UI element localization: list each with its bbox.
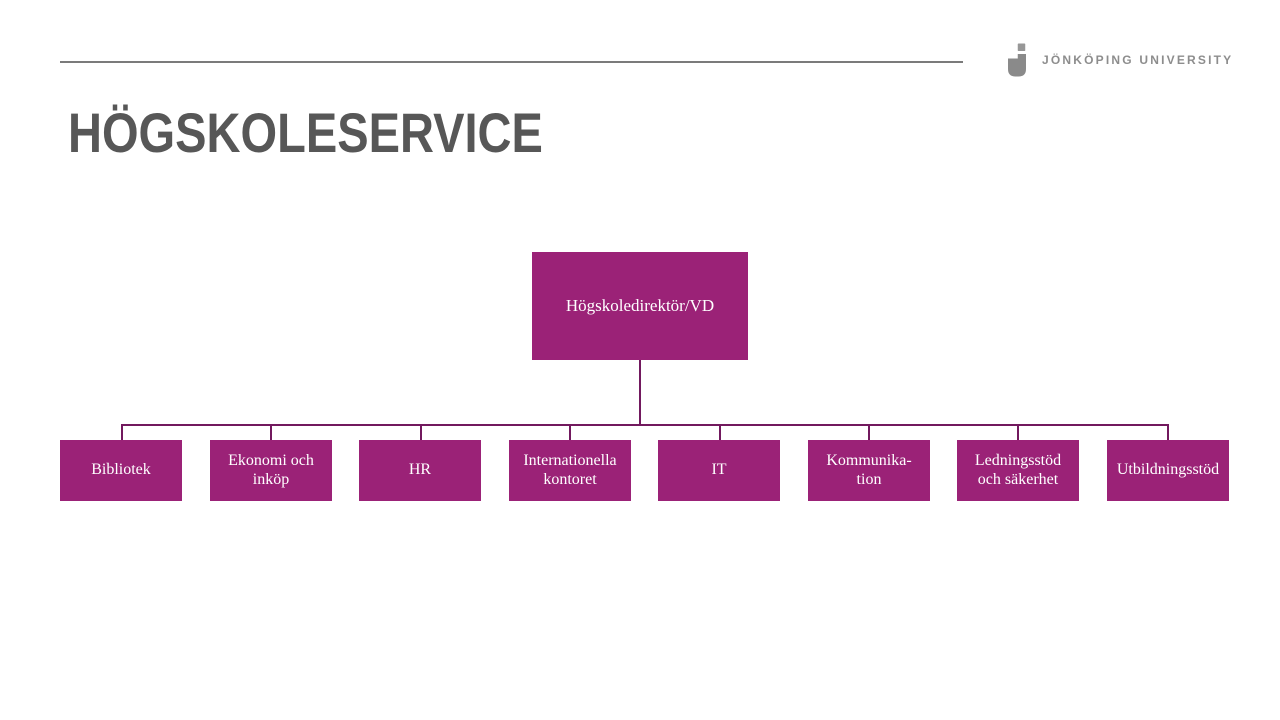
org-node-ledningsstod-och-sakerhet: Ledningsstöd och säkerhet — [957, 440, 1079, 501]
connector-trunk — [639, 360, 641, 425]
org-node-ekonomi-och-inkop: Ekonomi och inköp — [210, 440, 332, 501]
page-title: HÖGSKOLESERVICE — [68, 101, 543, 164]
org-node-utbildningsstod: Utbildningsstöd — [1107, 440, 1229, 501]
connector-stub — [420, 424, 422, 440]
org-node-hr: HR — [359, 440, 481, 501]
connector-stub — [270, 424, 272, 440]
org-node-it: IT — [658, 440, 780, 501]
university-logo: JÖNKÖPING UNIVERSITY — [1002, 40, 1233, 80]
connector-stub — [868, 424, 870, 440]
connector-stub — [719, 424, 721, 440]
org-node-bibliotek: Bibliotek — [60, 440, 182, 501]
connector-crossbar — [121, 424, 1169, 426]
connector-stub — [1017, 424, 1019, 440]
connector-stub — [569, 424, 571, 440]
org-node-internationella-kontoret: Internationella kontoret — [509, 440, 631, 501]
connector-stub — [1167, 424, 1169, 440]
org-node-kommunikation: Kommunika- tion — [808, 440, 930, 501]
org-node-root: Högskoledirektör/VD — [532, 252, 748, 360]
header-divider — [60, 61, 963, 63]
ju-logo-icon — [1008, 43, 1026, 77]
university-logo-text: JÖNKÖPING UNIVERSITY — [1042, 53, 1234, 67]
connector-stub — [121, 424, 123, 440]
